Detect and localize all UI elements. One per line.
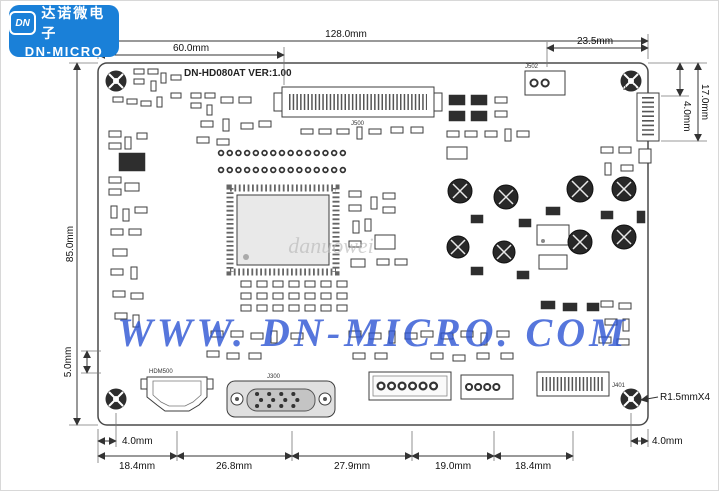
passive-components-center-upper [190,92,272,146]
ffc-top-label: J500 [351,121,365,127]
passive-components-mid-right [348,190,408,268]
dim-top-full: 128.0mm [325,29,367,40]
dim-bottom-seg-4: 19.0mm [435,461,471,472]
vga-connector-label: J300 [267,374,281,380]
brand-name-english: DN-MICRO [24,44,104,59]
dim-bottom-seg-5: 18.4mm [515,461,551,472]
mounting-hole-bottom-left [105,388,127,410]
dim-bottom-right-hole: 4.0mm [652,436,683,447]
pin-connector-b [460,374,514,400]
main-ic-qfp [226,184,340,276]
components-right-column [598,146,634,346]
ffc-connector-top: J500 [273,86,443,127]
passive-components-below-ic [240,280,348,312]
dim-bottom-seg-3: 27.9mm [334,461,370,472]
mounting-hole-top-right [620,70,642,92]
capacitor [611,176,637,202]
brand-logo: DN 达诺微电子 DN-MICRO [9,5,119,59]
hdmi-connector: HDM500 [140,369,214,412]
dim-bottom-seg-2: 26.8mm [216,461,252,472]
capacitor [493,184,519,210]
capacitor [567,229,593,255]
passive-components-left-column [108,130,148,328]
side-connector-label: J400 [623,86,637,92]
capacitor [446,235,470,259]
capacitor [566,175,594,203]
power-connector-top-right: J502 [524,64,566,96]
dim-left-small: 5.0mm [63,347,74,378]
hdmi-connector-label: HDM500 [149,369,173,375]
dn-logo-icon: DN [9,11,37,35]
dim-right-outer: 17.0mm [699,84,710,120]
board-title: DN-HD080AT VER:1.00 [184,68,292,79]
side-connector-right: J400 [623,86,660,164]
dim-top-partial: 60.0mm [173,43,209,54]
brand-name-chinese: 达诺微电子 [41,5,106,41]
pin-connector-a [368,371,452,401]
capacitor [447,178,473,204]
ffc-bottom-label: J401 [612,383,626,389]
power-connector-label: J502 [525,64,539,70]
dim-bottom-left-hole: 4.0mm [122,436,153,447]
dim-corner-radius: R1.5mmX4 [660,392,710,403]
dim-left-full: 85.0mm [65,226,76,262]
passive-components-bottom-center [206,330,514,362]
dimension-annotations: 128.0mm 60.0mm 23.5mm 4.0mm 17.0mm 85.0m… [63,29,710,472]
ffc-connector-bottom: J401 [536,371,626,397]
capacitor [611,224,637,250]
mounting-hole-top-left [105,70,127,92]
watermark-script-text: danuowei [288,233,374,258]
soic-chips [536,224,570,270]
electrolytic-capacitors [446,175,637,264]
passive-components-top-left [112,68,182,108]
passive-components-under-ffc [300,126,424,140]
pin-header-rows [217,149,353,174]
mounting-hole-bottom-right [620,388,642,410]
vga-connector: J300 [226,374,336,418]
components-top-center-right [446,94,530,160]
dim-right-inner: 4.0mm [681,101,692,132]
dim-bottom-seg-1: 18.4mm [119,461,155,472]
capacitor [492,240,516,264]
power-section-diodes [470,206,646,312]
dim-top-right: 23.5mm [577,36,613,47]
watermark-main-text: WWW. DN-MICRO. COM [117,310,628,355]
mounting-holes [105,70,642,410]
